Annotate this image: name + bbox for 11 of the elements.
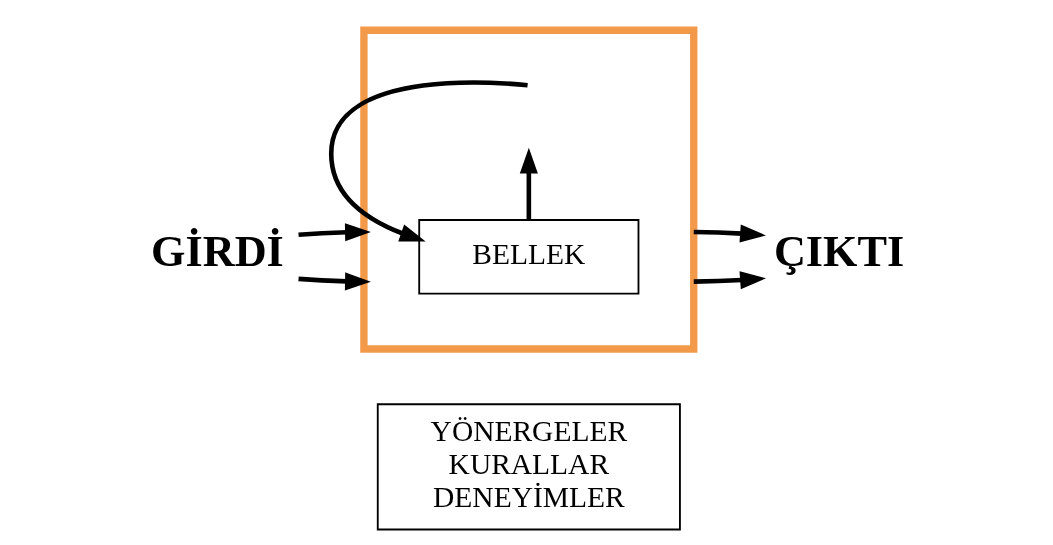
node-text: ÇIKTI — [773, 227, 904, 277]
cluster — [359, 26, 697, 353]
arrow — [519, 147, 538, 220]
node-box: BELLEK — [417, 219, 639, 295]
arrow — [328, 80, 528, 242]
arrow — [693, 271, 766, 290]
node-box: YÖNERGELER KURALLAR DENEYİMLER — [376, 403, 681, 531]
arrow — [693, 224, 766, 243]
arrow — [297, 223, 371, 242]
node-text: GİRDİ — [150, 227, 284, 277]
arrow — [297, 272, 371, 291]
